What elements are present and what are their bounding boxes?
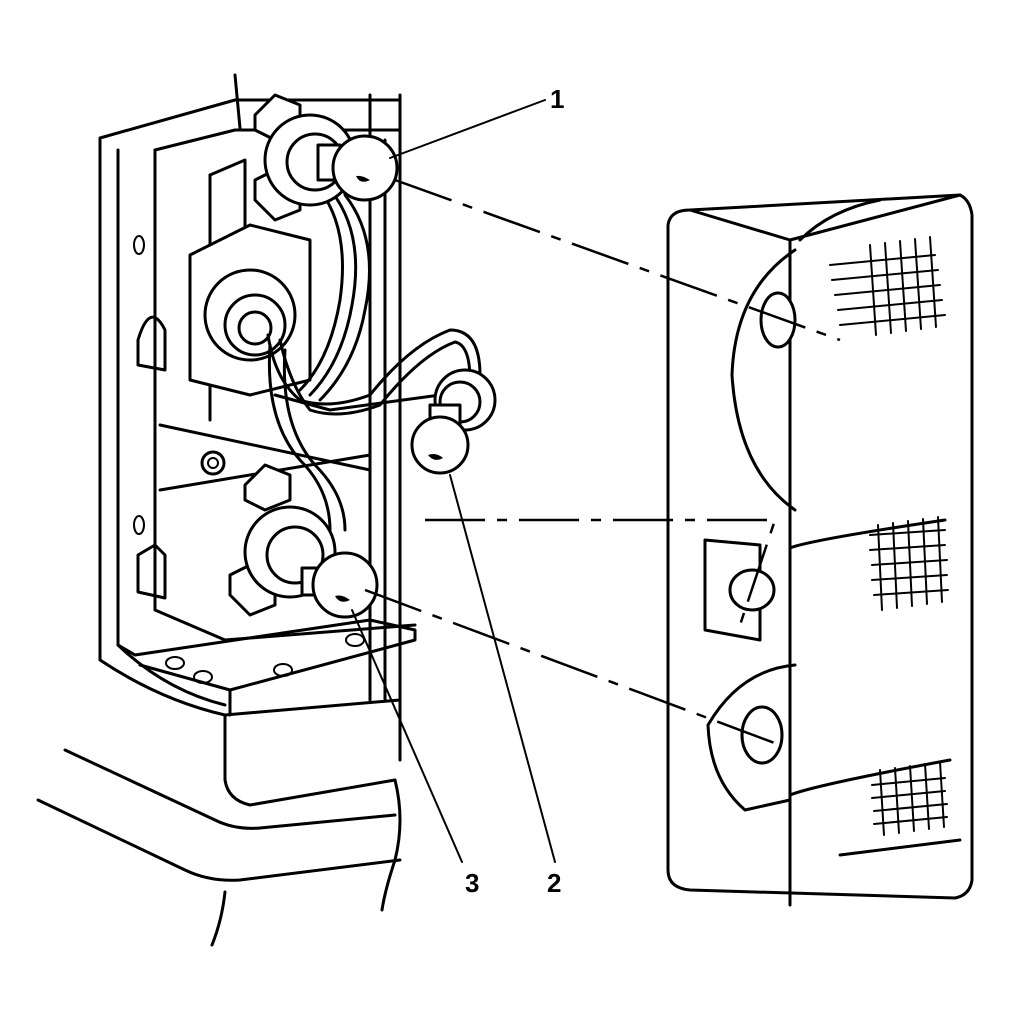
bulb-1 [316,134,399,202]
wiring-harness [266,188,482,532]
alignment-lines [364,178,841,747]
tail-lamp-lens [666,193,974,907]
callout-labels: 1 2 3 [465,84,564,898]
bulb-2 [410,403,470,475]
callout-2: 2 [547,868,561,898]
leader-lines [351,99,556,863]
vehicle-body [36,748,402,947]
bulb-3 [300,551,379,619]
callout-3: 3 [465,868,479,898]
callout-1: 1 [550,84,564,114]
upper-socket [253,93,357,222]
center-socket-block [188,223,312,397]
